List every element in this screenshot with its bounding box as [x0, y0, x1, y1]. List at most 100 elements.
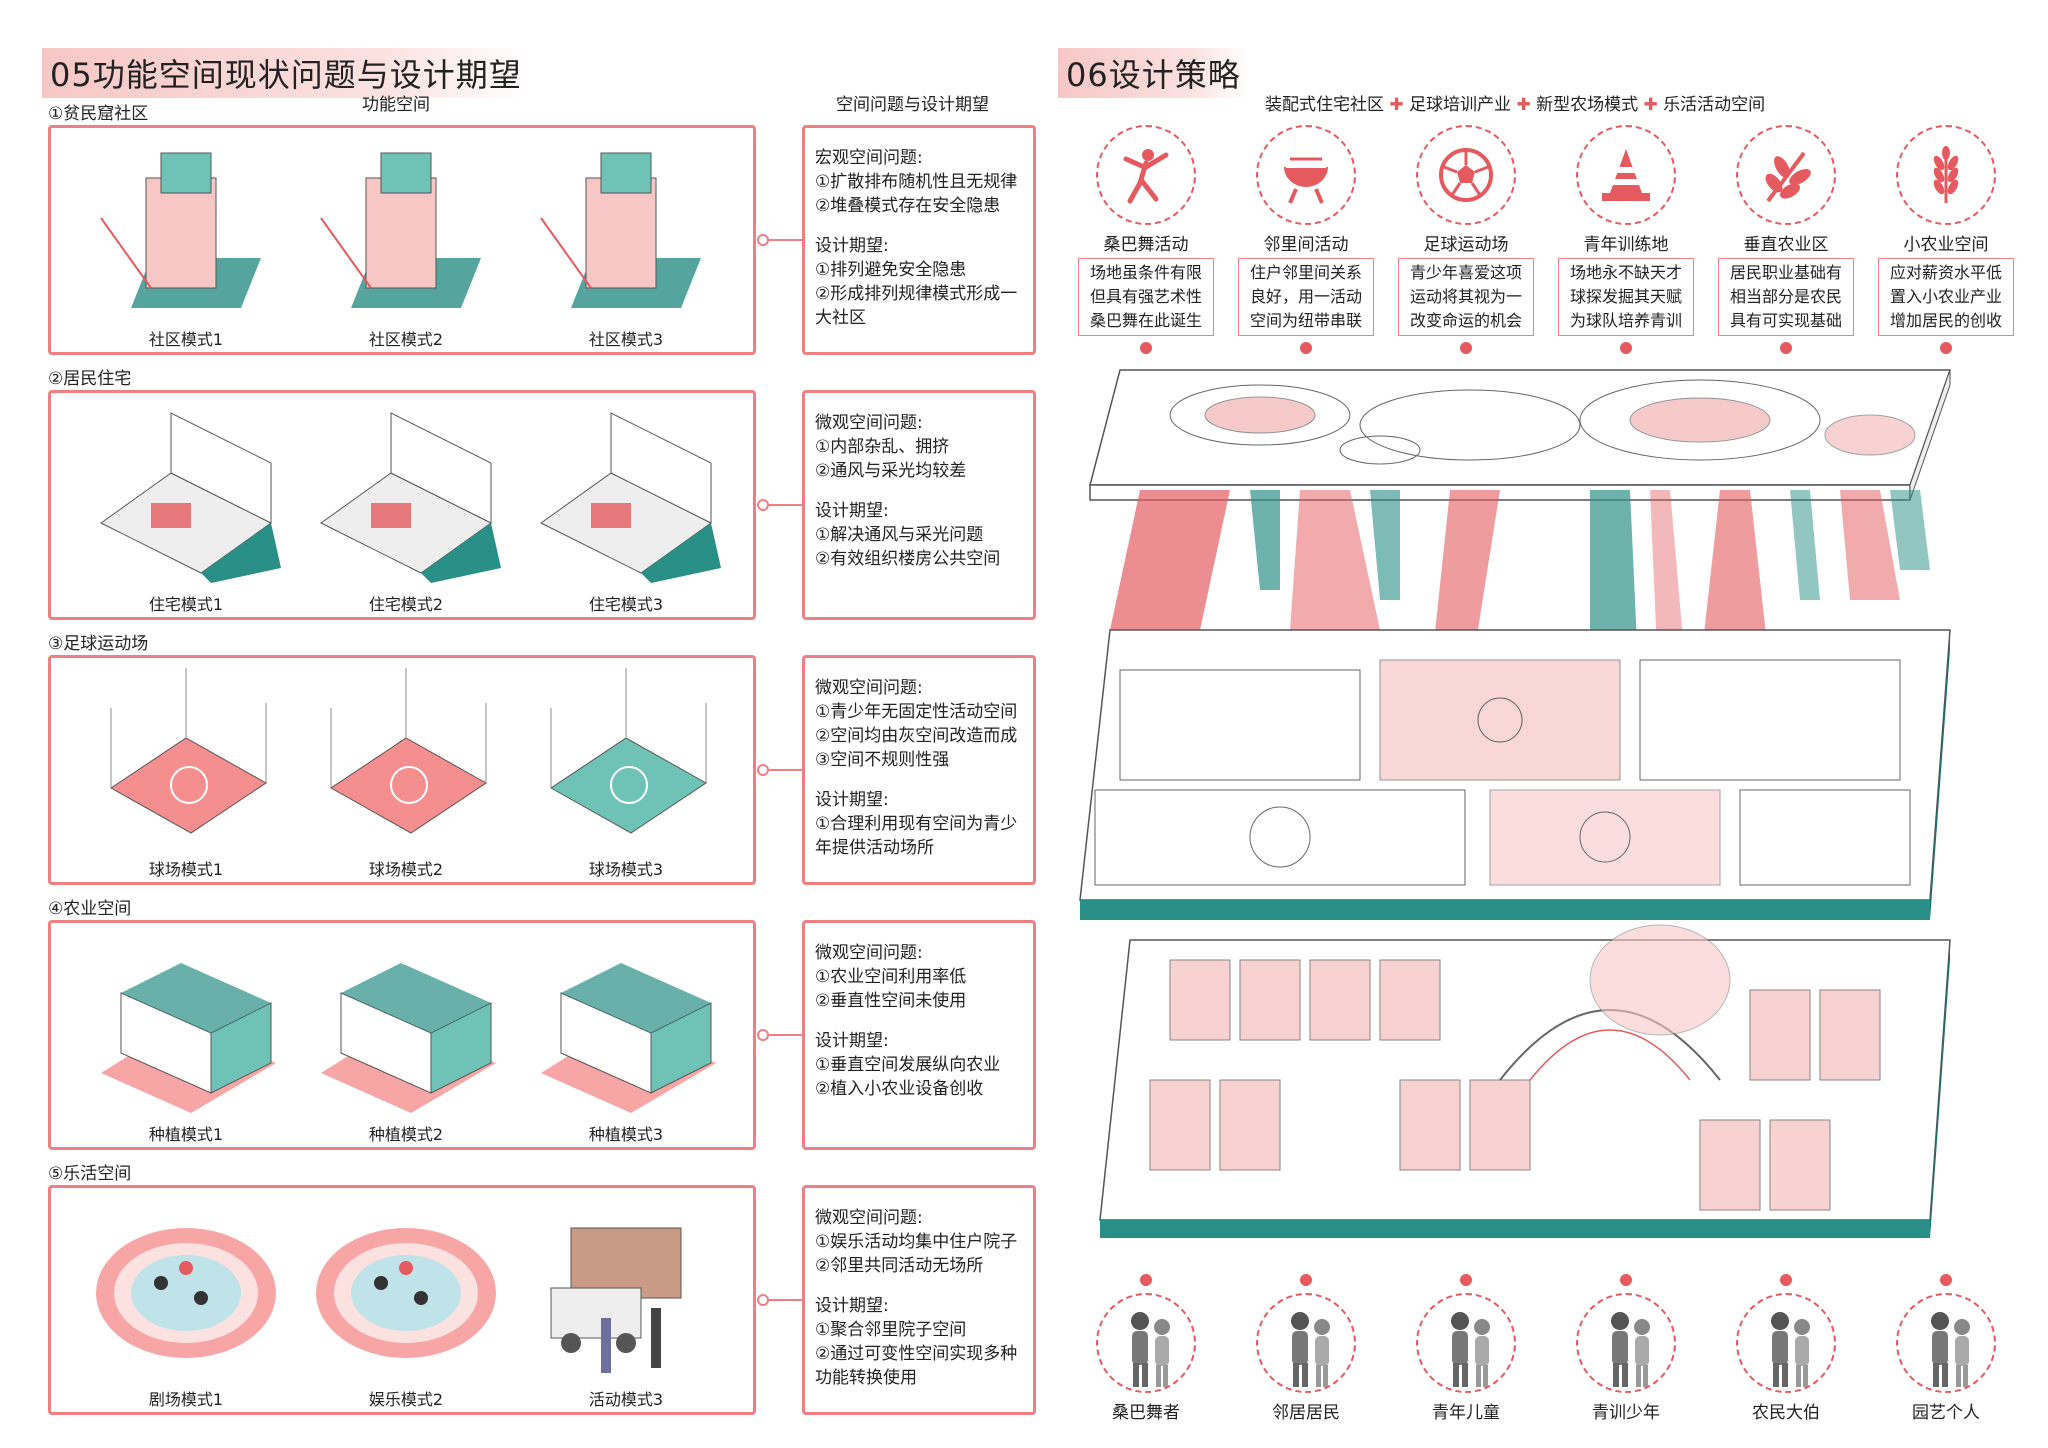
mode-caption: 种植模式3 — [588, 1125, 664, 1144]
mode-caption: 球场模式1 — [148, 860, 224, 879]
mode-caption: 住宅模式1 — [148, 595, 224, 614]
person-figure-icon — [1416, 1293, 1516, 1393]
problem-title: 宏观空间问题: — [815, 148, 923, 168]
person-label: 青年儿童 — [1432, 1403, 1500, 1423]
person-figure-icon — [1096, 1293, 1196, 1393]
function-space-box: 社区模式1 社区模式2 社区模式3 — [48, 125, 756, 355]
person-connector — [1780, 1274, 1792, 1286]
description-line: 桑巴舞在此诞生 — [1089, 311, 1202, 330]
problem-item: ①内部杂乱、拥挤 — [815, 437, 950, 457]
space-mode-illustration — [110, 668, 267, 834]
person-figure-icon — [1256, 1293, 1356, 1393]
person-figure-icon — [1736, 1293, 1836, 1393]
dancer-icon — [1096, 125, 1196, 225]
mode-caption: 种植模式2 — [368, 1125, 444, 1144]
problem-item: ③空间不规则性强 — [815, 750, 950, 770]
expect-item: ①聚合邻里院子空间 — [815, 1320, 967, 1340]
description-line: 运动将其视为一 — [1409, 287, 1522, 306]
space-mode-illustration — [320, 152, 481, 308]
expect-item: ②植入小农业设备创收 — [815, 1079, 984, 1099]
description-line: 改变命运的机会 — [1409, 311, 1522, 330]
activity-description: 场地永不缺天才球探发掘其天赋为球队培养青训 — [1558, 258, 1694, 336]
header-function-space: 功能空间 — [362, 95, 430, 115]
description-line: 置入小农业产业 — [1889, 287, 2002, 306]
right-section-title: 06设计策略 — [1058, 48, 1249, 98]
plus-icon: ✚ — [1516, 95, 1531, 115]
strategy-item: 装配式住宅社区 — [1265, 95, 1384, 115]
connector-line — [757, 1294, 803, 1306]
description-line: 相当部分是农民 — [1729, 287, 1842, 306]
activity-connector — [1300, 342, 1312, 354]
mode-caption: 种植模式1 — [148, 1125, 224, 1144]
strategy-item: 乐活活动空间 — [1663, 95, 1766, 115]
activity-label: 足球运动场 — [1423, 235, 1509, 255]
row-label: ③足球运动场 — [48, 634, 149, 654]
leaf-branch-icon — [1736, 125, 1836, 225]
exploded-axonometric-diagram — [1079, 369, 1952, 1238]
space-mode-illustration — [100, 412, 281, 583]
problem-item: ①青少年无固定性活动空间 — [815, 702, 1018, 722]
description-line: 青少年喜爱这项 — [1409, 263, 1522, 282]
expect-title: 设计期望: — [815, 790, 889, 810]
function-space-box: 种植模式1 种植模式2 种植模式3 — [48, 920, 756, 1150]
function-space-box: 住宅模式1 住宅模式2 住宅模式3 — [48, 390, 756, 620]
person-label: 青训少年 — [1592, 1403, 1660, 1423]
plus-icon: ✚ — [1643, 95, 1658, 115]
mode-caption: 社区模式3 — [588, 330, 664, 349]
strategy-item: 新型农场模式 — [1536, 95, 1639, 115]
grill-icon — [1256, 125, 1356, 225]
connector-line — [757, 499, 803, 511]
description-line: 场地永不缺天才 — [1569, 263, 1682, 282]
space-mode-illustration — [541, 963, 716, 1113]
space-mode-illustration — [101, 963, 276, 1113]
expect-title: 设计期望: — [815, 236, 889, 256]
activity-label: 邻里间活动 — [1263, 235, 1349, 255]
expect-item: ②通过可变性空间实现多种 — [815, 1344, 1018, 1364]
problem-item: ②垂直性空间未使用 — [815, 991, 967, 1011]
wheat-icon — [1896, 125, 1996, 225]
person-connector — [1620, 1274, 1632, 1286]
space-mode-illustration — [540, 412, 721, 583]
description-line: 但具有强艺术性 — [1089, 287, 1202, 306]
activity-description: 场地虽条件有限但具有强艺术性桑巴舞在此诞生 — [1078, 258, 1214, 336]
training-cone-icon — [1576, 125, 1676, 225]
activity-connector — [1780, 342, 1792, 354]
problem-item: ②通风与采光均较差 — [815, 461, 967, 481]
problem-item: ①娱乐活动均集中住户院子 — [815, 1232, 1018, 1252]
activity-label: 青年训练地 — [1583, 235, 1669, 255]
description-line: 增加居民的创收 — [1889, 311, 2002, 330]
connector-line — [757, 234, 803, 246]
problem-item: ②堆叠模式存在安全隐患 — [815, 196, 1001, 216]
expect-item: ①解决通风与采光问题 — [815, 525, 984, 545]
activity-connector — [1940, 342, 1952, 354]
row-label: ⑤乐活空间 — [48, 1164, 132, 1184]
expect-item: 年提供活动场所 — [815, 838, 934, 858]
mode-caption: 住宅模式2 — [368, 595, 444, 614]
problem-item: ①扩散排布随机性且无规律 — [815, 172, 1018, 192]
person-label: 园艺个人 — [1912, 1403, 1980, 1423]
mode-caption: 社区模式1 — [148, 330, 224, 349]
connector-line — [757, 764, 803, 776]
mode-caption: 社区模式2 — [368, 330, 444, 349]
space-mode-illustration — [320, 412, 501, 583]
problem-item: ②空间均由灰空间改造而成 — [815, 726, 1018, 746]
middle-sports-layer — [1079, 629, 1951, 920]
description-line: 球探发掘其天赋 — [1569, 287, 1682, 306]
space-mode-illustration — [316, 1228, 496, 1358]
expect-item: ①合理利用现有空间为青少 — [815, 814, 1018, 834]
mode-caption: 住宅模式3 — [588, 595, 664, 614]
row-label: ②居民住宅 — [48, 369, 132, 389]
person-figure-icon — [1576, 1293, 1676, 1393]
strategy-item: 足球培训产业 — [1409, 95, 1512, 115]
mode-caption: 球场模式3 — [588, 860, 664, 879]
mode-caption: 剧场模式1 — [148, 1390, 224, 1409]
space-mode-illustration — [550, 1227, 682, 1373]
problem-title: 微观空间问题: — [815, 943, 923, 963]
soccer-ball-icon — [1416, 125, 1516, 225]
description-line: 具有可实现基础 — [1729, 311, 1842, 330]
expect-item: ②形成排列规律模式形成一 — [815, 284, 1018, 304]
problem-title: 微观空间问题: — [815, 413, 923, 433]
